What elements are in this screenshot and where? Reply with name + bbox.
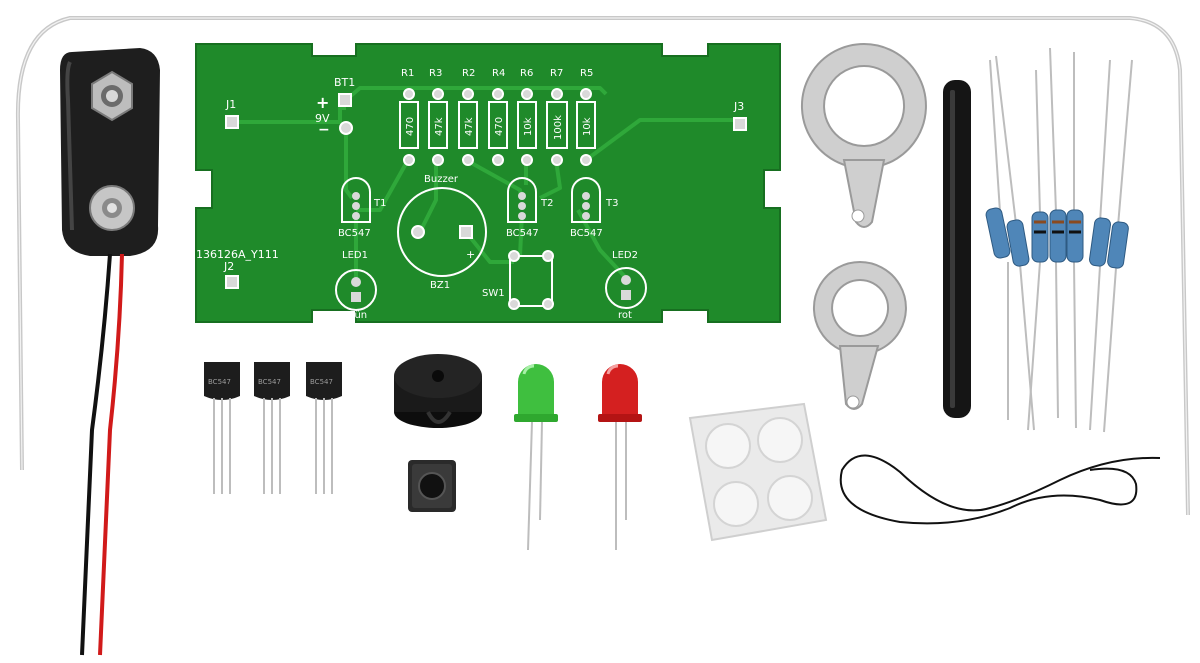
pcb-label-bz1: BZ1 <box>430 280 450 291</box>
pcb-label-t1: T1 <box>373 198 386 209</box>
pcb-value-r4: 470 <box>494 117 505 136</box>
pcb-footprint-sw1 <box>509 255 553 307</box>
pcb-footprint-t3 <box>571 177 601 223</box>
pcb-label-j3: J3 <box>733 100 744 113</box>
battery-clip <box>60 48 160 656</box>
transistor-1: BC547 <box>204 362 240 494</box>
pcb-label-sw1: SW1 <box>482 288 505 299</box>
pcb-value-r1: 470 <box>405 117 416 136</box>
pcb-value-r6: 10k <box>523 117 534 136</box>
transistor-3: BC547 <box>306 362 342 494</box>
pcb-label-r7: R7 <box>550 68 563 79</box>
pad-j1 <box>225 115 239 129</box>
pcb-label-t2-type: BC547 <box>506 228 539 239</box>
pad-bt1-plus <box>338 93 352 107</box>
pcb-value-r5: 10k <box>582 117 593 136</box>
pcb-label-plus: + <box>316 93 329 112</box>
pcb-label-buzzer-plus: + <box>466 248 475 261</box>
pcb-footprint-led1 <box>335 269 377 311</box>
led-red <box>598 364 642 550</box>
pcb-label-t2: T2 <box>540 198 553 209</box>
pcb-value-r2: 47k <box>464 117 475 136</box>
pcb-footprint-led2 <box>605 267 647 309</box>
pad-bt1-minus <box>339 121 353 135</box>
pcb-footprint-t2 <box>507 177 537 223</box>
pcb-label-r5: R5 <box>580 68 593 79</box>
pad-j3 <box>733 117 747 131</box>
pcb-label-led2: LED2 <box>612 250 638 261</box>
rubber-feet-sheet <box>688 402 828 542</box>
wire-black <box>80 253 112 656</box>
heatshrink-tube <box>943 80 971 418</box>
solder-lug-small <box>812 261 907 410</box>
loose-resistors <box>989 47 1133 433</box>
thin-black-wire <box>839 454 1161 525</box>
transistor-2-marking: BC547 <box>258 378 281 386</box>
pcb-label-voltage: 9V <box>315 112 330 125</box>
pcb-label-t3-type: BC547 <box>570 228 603 239</box>
pcb-label-led1-color: grün <box>344 310 367 321</box>
pcb-label-buzzer: Buzzer <box>424 174 459 185</box>
led-green <box>514 364 558 551</box>
pcb-label-r3: R3 <box>429 68 442 79</box>
wire-red <box>98 253 124 656</box>
pcb-label-r6: R6 <box>520 68 533 79</box>
pcb-label-minus: − <box>318 122 330 138</box>
pcb-label-t1-type: BC547 <box>338 228 371 239</box>
pcb-label-led2-color: rot <box>618 310 632 321</box>
pcb-board: BT1 + 9V − J1 J3 136126A_Y111 J2 R1 R3 R… <box>195 43 781 323</box>
pcb-label-bt1: BT1 <box>334 76 355 89</box>
pcb-label-j2: J2 <box>223 260 234 273</box>
pcb-label-t3: T3 <box>605 198 618 209</box>
transistor-3-marking: BC547 <box>310 378 333 386</box>
pad-j2 <box>225 275 239 289</box>
pcb-footprint-t1 <box>341 177 371 223</box>
solder-lug-large <box>800 43 927 228</box>
pcb-label-j1: J1 <box>225 98 236 111</box>
pcb-value-r3: 47k <box>434 117 445 136</box>
push-button <box>408 460 456 512</box>
pcb-label-board-id: 136126A_Y111 <box>196 248 279 261</box>
transistor-2: BC547 <box>254 362 290 494</box>
pcb-label-r2: R2 <box>462 68 475 79</box>
pcb-footprint-buzzer <box>397 187 487 277</box>
pcb-label-r1: R1 <box>401 68 414 79</box>
piezo-buzzer <box>394 354 482 428</box>
pcb-value-r7: 100k <box>553 115 564 140</box>
transistor-1-marking: BC547 <box>208 378 231 386</box>
pcb-label-r4: R4 <box>492 68 505 79</box>
pcb-label-led1: LED1 <box>342 250 368 261</box>
